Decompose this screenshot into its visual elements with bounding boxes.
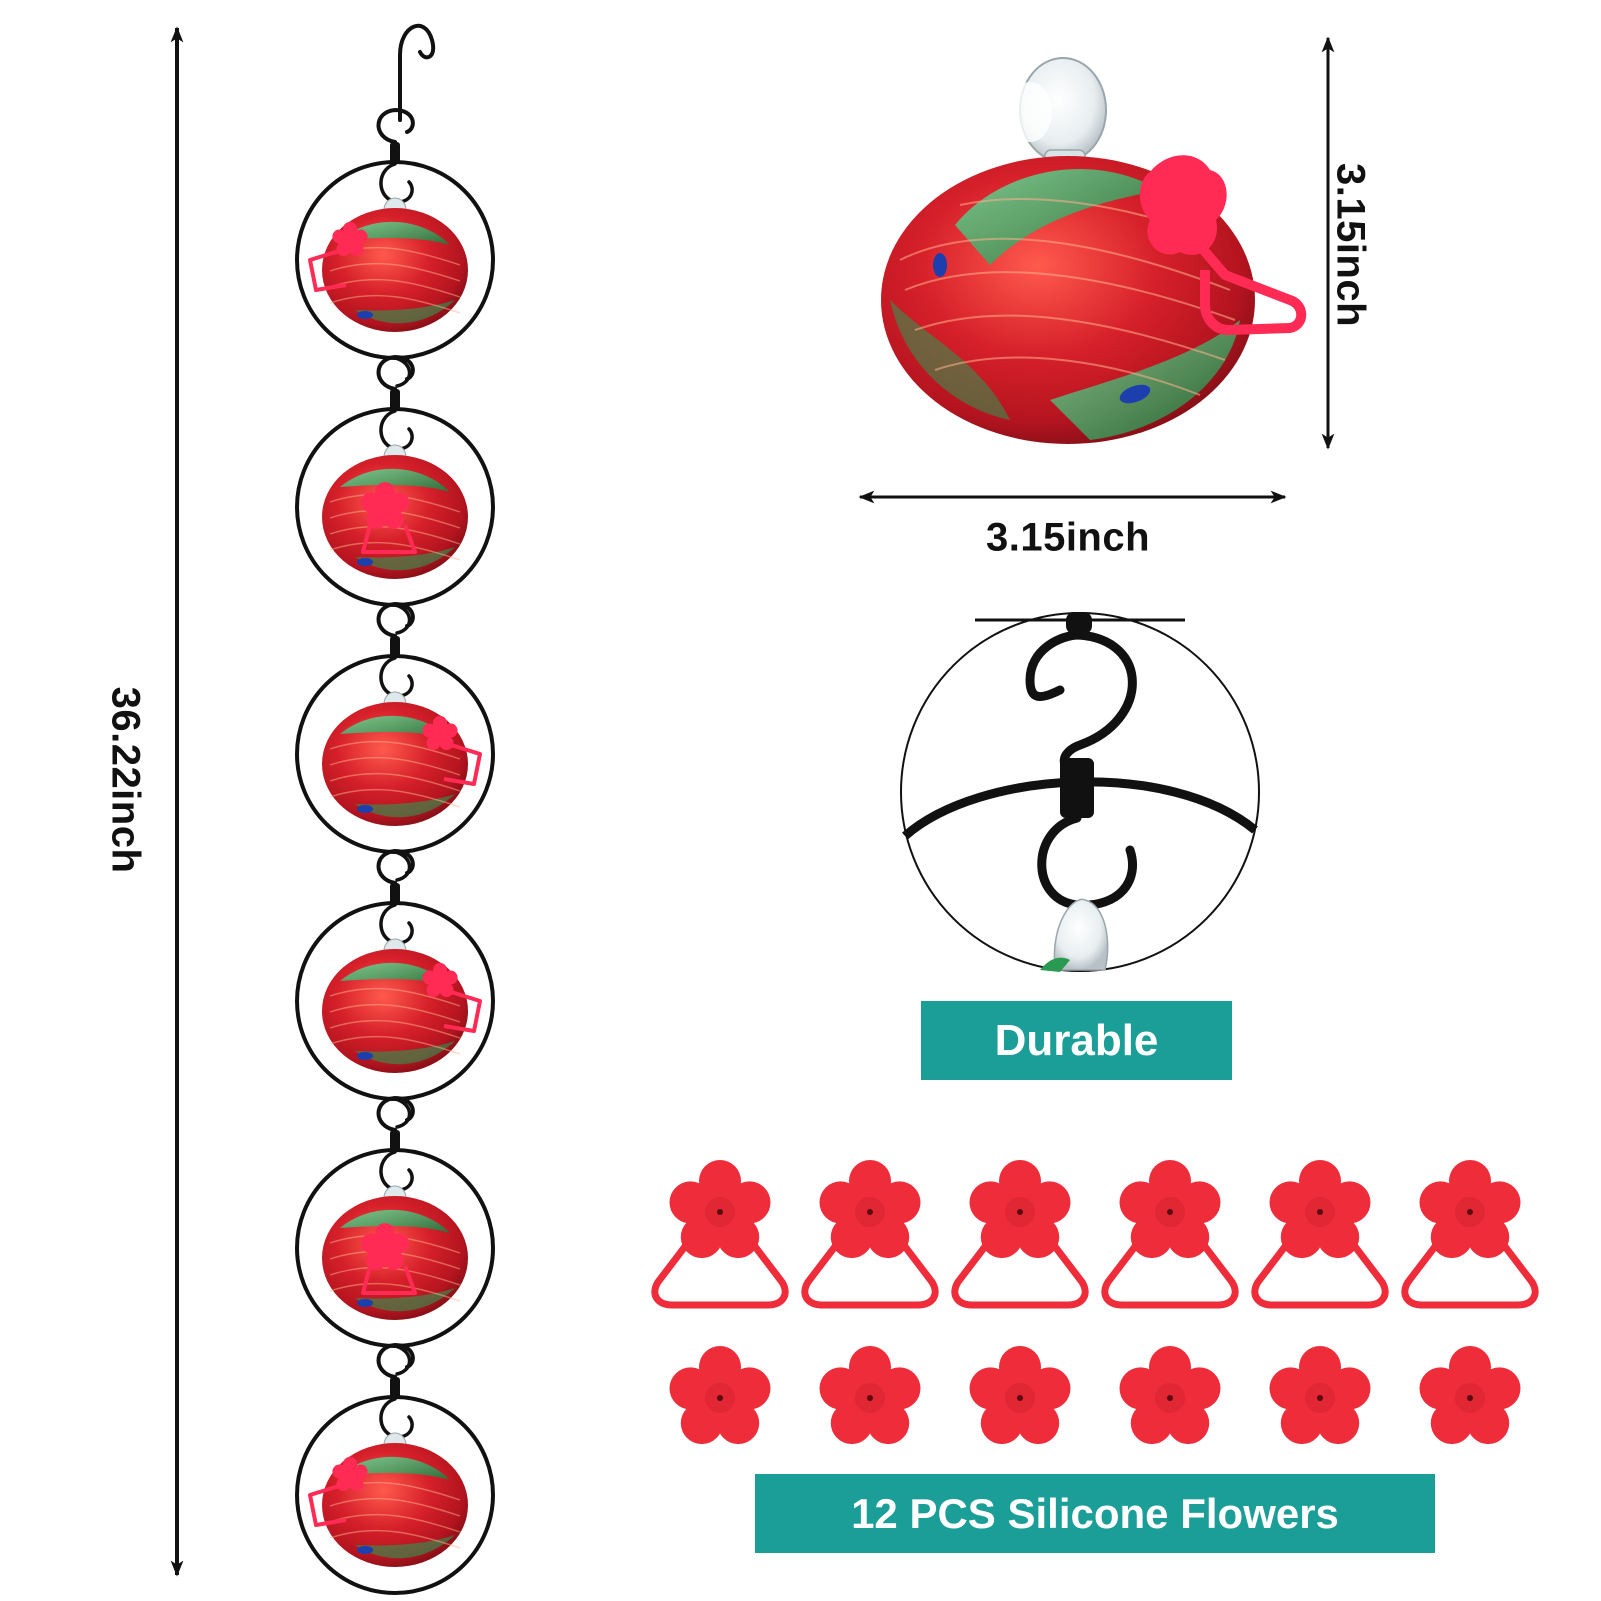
feeder-closeup bbox=[881, 57, 1307, 444]
flowers-plain-row bbox=[669, 1346, 1521, 1445]
perch-handle bbox=[951, 1237, 1089, 1309]
chain-feeder bbox=[295, 107, 495, 360]
durable-banner: Durable bbox=[994, 1015, 1159, 1065]
flower-feeder-port-icon bbox=[969, 1346, 1071, 1445]
perch-flower bbox=[422, 962, 482, 1033]
perch-handle bbox=[1401, 1237, 1539, 1309]
feeder-chain bbox=[295, 23, 495, 1595]
s-hook-icon bbox=[398, 23, 436, 122]
s-hook-icon bbox=[376, 354, 415, 391]
perch-handle bbox=[801, 1237, 939, 1309]
perch-flower bbox=[360, 1223, 417, 1295]
glass-top-knob bbox=[1008, 57, 1107, 167]
perch-handle bbox=[1101, 1237, 1239, 1309]
perch-flower bbox=[360, 482, 417, 554]
flower-feeder-port-icon bbox=[669, 1346, 771, 1445]
perch-handle bbox=[651, 1237, 789, 1309]
feeder-height-label: 3.15inch bbox=[1328, 162, 1373, 328]
s-hook-icon bbox=[376, 601, 415, 638]
perch-flower bbox=[1139, 155, 1307, 335]
perch-flower bbox=[308, 1456, 368, 1527]
flower-feeder-port-icon bbox=[669, 1160, 771, 1259]
chain-feeder bbox=[295, 1095, 495, 1348]
s-hook-icon bbox=[376, 848, 415, 885]
s-hook-icon bbox=[376, 107, 415, 144]
flowers-with-perch-row bbox=[651, 1160, 1539, 1309]
perch-flower bbox=[308, 221, 368, 292]
flower-feeder-port-icon bbox=[1119, 1346, 1221, 1445]
flower-feeder-port-icon bbox=[1419, 1160, 1521, 1259]
perch-flower bbox=[422, 715, 482, 786]
flower-feeder-port-icon bbox=[969, 1160, 1071, 1259]
s-hook-icon bbox=[376, 1342, 415, 1379]
chain-feeder bbox=[295, 1342, 495, 1595]
chain-feeder bbox=[295, 354, 495, 607]
s-hook-icon bbox=[376, 1095, 415, 1132]
chain-feeder bbox=[295, 601, 495, 854]
feeder-width-label: 3.15inch bbox=[985, 515, 1151, 560]
flower-feeder-port-icon bbox=[1119, 1160, 1221, 1259]
flower-feeder-port-icon bbox=[819, 1160, 921, 1259]
total-height-label: 36.22inch bbox=[103, 686, 148, 874]
hook-detail bbox=[900, 612, 1260, 972]
durable-banner-bg bbox=[921, 1001, 1232, 1080]
flower-feeder-port-icon bbox=[819, 1346, 921, 1445]
perch-handle bbox=[1251, 1237, 1389, 1309]
chain-feeder bbox=[295, 848, 495, 1101]
flowers-banner: 12 PCS Silicone Flowers bbox=[851, 1489, 1339, 1537]
flower-feeder-port-icon bbox=[1269, 1160, 1371, 1259]
flower-feeder-port-icon bbox=[1419, 1346, 1521, 1445]
flowers-banner-bg bbox=[755, 1474, 1435, 1553]
flower-feeder-port-icon bbox=[1269, 1346, 1371, 1445]
